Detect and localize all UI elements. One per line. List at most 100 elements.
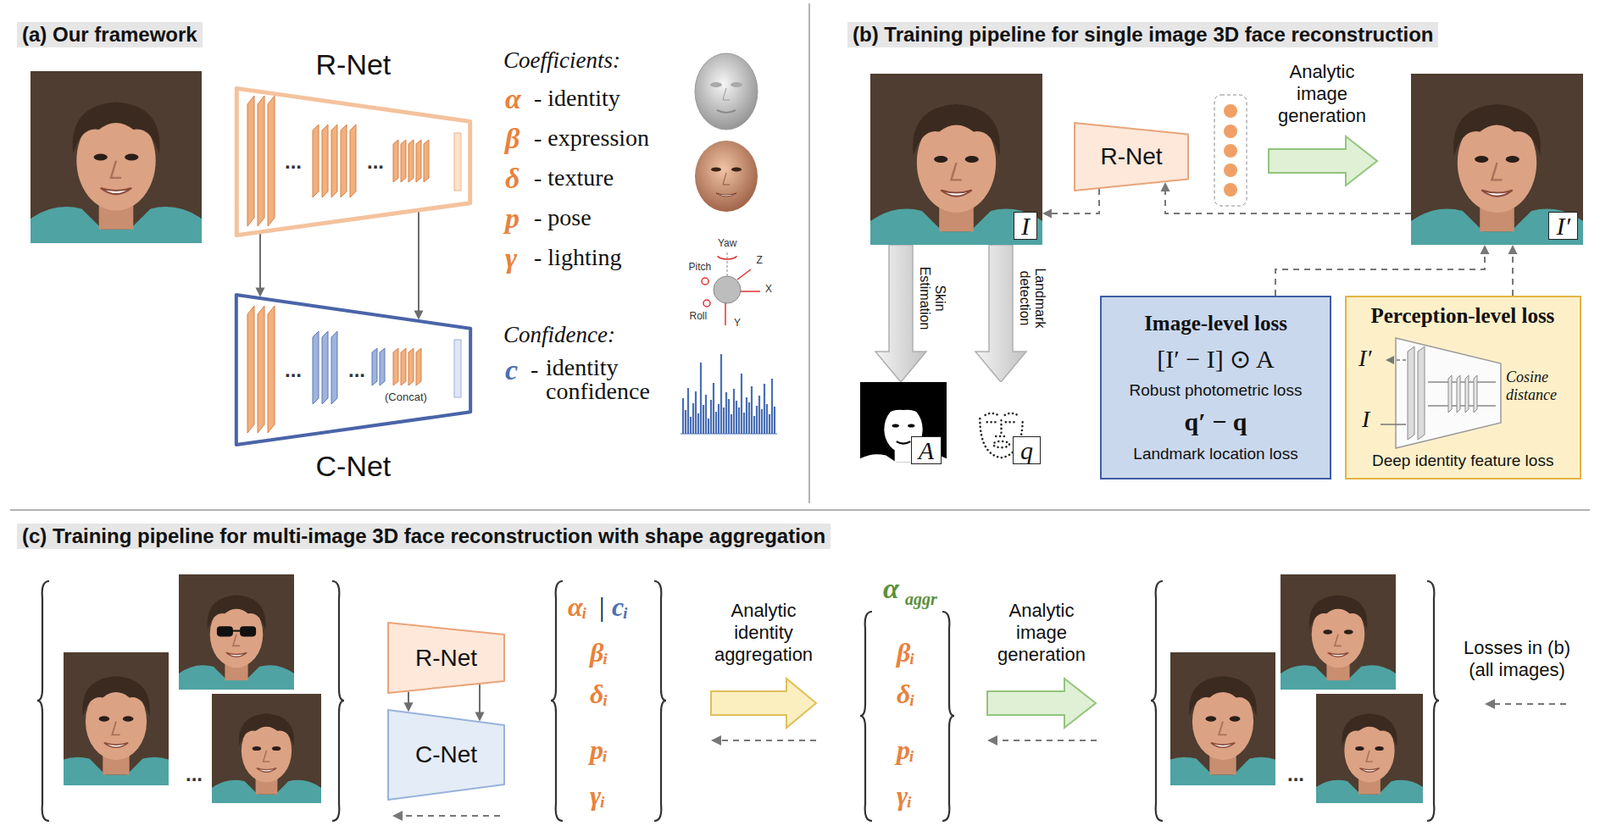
face-photo <box>30 71 203 244</box>
face-photo <box>1156 652 1290 786</box>
connector <box>414 211 424 321</box>
rendered-image: I′ <box>1411 73 1584 245</box>
face-mesh <box>710 82 723 88</box>
connector <box>417 211 420 312</box>
aggregated-symbol: α <box>883 572 900 606</box>
loss-box <box>1456 375 1461 413</box>
curly-bracket <box>37 581 50 822</box>
gradient-arrow <box>721 739 817 742</box>
coefficient-symbol: γ <box>505 242 517 275</box>
network-name: R-Net <box>316 48 392 82</box>
network-layer <box>247 95 462 434</box>
network-layer <box>257 95 265 227</box>
subscript: aggr <box>905 589 938 610</box>
face-photo <box>216 626 234 637</box>
ellipsis: ... <box>1287 762 1305 787</box>
face-photo <box>1315 694 1425 804</box>
pose-icon <box>737 269 751 280</box>
connector <box>255 233 266 298</box>
block-arrow <box>1268 136 1378 186</box>
gradient-arrow <box>987 735 998 746</box>
panel-heading: (c) Training pipeline for multi-image 3D… <box>16 523 831 550</box>
network-outline <box>236 88 470 235</box>
face-mesh <box>731 167 742 173</box>
axis-label: Z <box>756 254 763 267</box>
network-outline <box>388 710 505 800</box>
coefficient-symbol: α <box>505 83 522 116</box>
image-symbol: I <box>1361 405 1370 434</box>
loss-box <box>1427 405 1496 407</box>
connector <box>404 691 414 712</box>
face-mesh <box>716 110 736 113</box>
gradient-arrow <box>997 739 1097 742</box>
face-mesh <box>730 82 743 88</box>
network-name: R-Net <box>415 644 478 673</box>
edge-label: Skin Estimation <box>916 255 948 341</box>
coefficient-name: - identity <box>533 84 621 112</box>
face-mesh <box>711 167 722 173</box>
face-mesh <box>694 53 758 212</box>
network-outline <box>236 294 471 445</box>
coefficient-symbol: γᵢ <box>589 780 606 812</box>
image-tag: A <box>911 436 942 466</box>
connector <box>1511 253 1514 296</box>
image-tag: q <box>1012 436 1041 466</box>
network-layer <box>322 124 328 198</box>
connector <box>475 711 485 722</box>
connector <box>1275 244 1490 296</box>
connector <box>1161 182 1171 192</box>
face-mesh <box>716 193 737 197</box>
curly-bracket <box>942 611 955 822</box>
loss-box <box>1395 338 1501 449</box>
loss-box <box>1417 346 1425 440</box>
block-arrow <box>711 678 817 728</box>
loss-box <box>1394 359 1406 362</box>
loss-title: Perception-level loss <box>1371 304 1556 328</box>
confidence-network: ......(Concat)C-Net <box>232 290 475 450</box>
connector <box>1275 253 1485 296</box>
face-photo <box>30 71 203 244</box>
coefficient-vector <box>1223 163 1238 178</box>
loss-caption: Robust photometric loss <box>1129 381 1303 400</box>
network-layer <box>267 305 275 434</box>
edge-label: Landmark detection <box>1016 255 1048 341</box>
axis-label: Y <box>733 316 741 329</box>
curly-bracket <box>1427 581 1439 822</box>
network-layer <box>408 139 414 183</box>
network-box: R-Net <box>1073 122 1189 192</box>
network-layer <box>408 348 414 386</box>
connector <box>255 287 266 297</box>
input-photo <box>870 73 1043 245</box>
axis-label: X <box>765 283 773 295</box>
network-layer <box>400 139 406 183</box>
block-arrow <box>711 136 1378 728</box>
network-name: R-Net <box>1100 143 1163 171</box>
axis-label: Roll <box>689 310 708 323</box>
network-layer <box>393 348 399 386</box>
network-layer <box>416 139 422 183</box>
connector <box>1050 188 1100 214</box>
coefficient-symbol: αᵢ <box>567 591 588 623</box>
connector <box>1480 244 1490 255</box>
curly-bracket <box>1150 581 1163 822</box>
pose-icon <box>703 300 711 307</box>
confidence-histogram <box>683 354 775 434</box>
pose-icon <box>727 252 728 277</box>
coefficient-symbol: δᵢ <box>589 678 609 711</box>
image-symbol: I′ <box>1358 344 1372 373</box>
coefficient-vector <box>1223 183 1238 197</box>
arrow-caption: Analytic image generation <box>989 600 1094 667</box>
face-photo <box>1280 574 1396 690</box>
coefficient-vector <box>1223 144 1238 158</box>
ellipsis: ... <box>366 150 384 174</box>
network-layer <box>379 348 385 386</box>
network-layer <box>454 133 462 191</box>
network-layer <box>247 95 429 434</box>
ellipsis: ... <box>348 358 366 383</box>
face-photo <box>178 574 295 690</box>
pose-icon <box>717 255 737 260</box>
connector <box>1508 244 1518 255</box>
dash: - <box>530 355 539 384</box>
encoder-network: R-Net...... <box>232 83 475 240</box>
network-box: R-Net <box>387 622 506 695</box>
